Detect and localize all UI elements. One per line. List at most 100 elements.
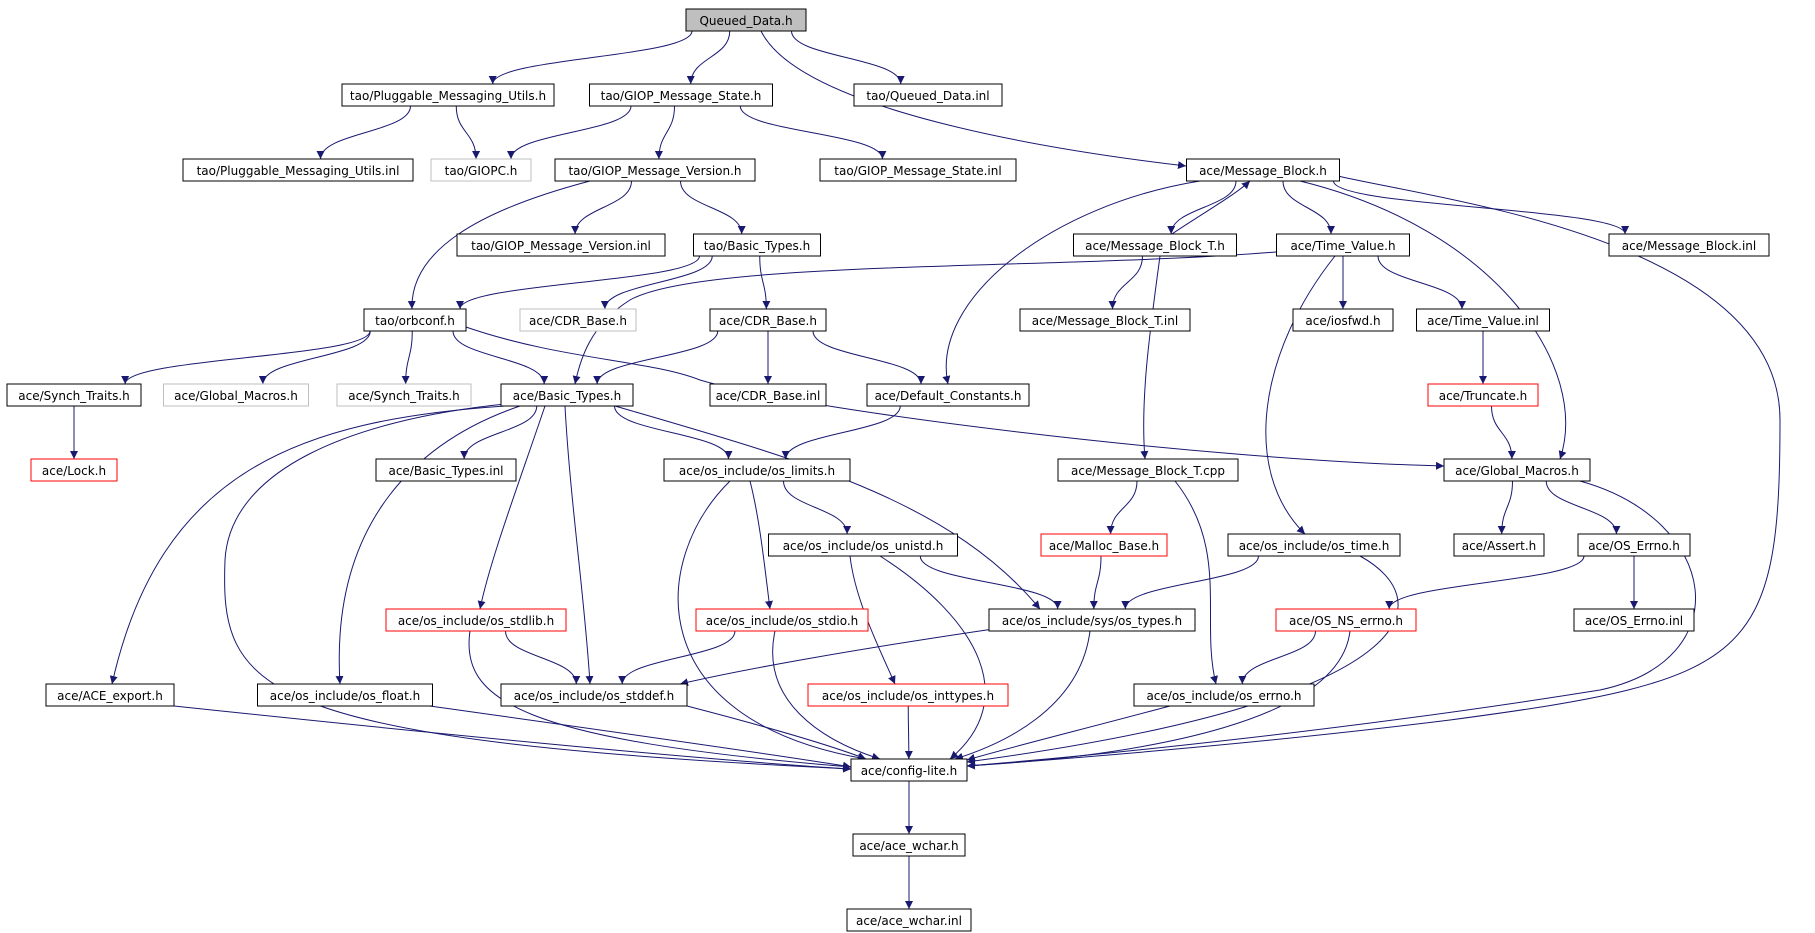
node-ace-default-constants-h[interactable]: ace/Default_Constants.h [866,383,1030,407]
node-label: ace/OS_Errno.h [1588,539,1680,553]
edge-ace-os-include-os-limits-h-to-ace-config-lite-h [677,480,867,762]
node-box [846,908,972,932]
node-label: ace/os_include/os_float.h [270,689,420,703]
node-ace-global-macros-h[interactable]: ace/Global_Macros.h [1443,458,1591,482]
node-label: tao/Pluggable_Messaging_Utils.h [350,89,546,103]
node-ace-synch-traits-h-ext[interactable]: ace/Synch_Traits.h [336,383,472,407]
node-ace-os-include-os-float-h[interactable]: ace/os_include/os_float.h [257,683,433,707]
edge-ace-cdr-base-h-to-ace-basic-types-h [593,330,719,385]
node-ace-os-errno-h[interactable]: ace/OS_Errno.h [1577,533,1691,557]
node-ace-os-include-os-stdio-h[interactable]: ace/os_include/os_stdio.h [695,608,869,632]
node-box [768,533,958,557]
edge-queued-data-h-to-ace-message-block-h [760,30,1187,170]
node-ace-message-block-t-inl[interactable]: ace/Message_Block_T.inl [1019,308,1191,332]
node-label: ace/Time_Value.h [1290,239,1395,253]
node-tao-giop-message-state-h[interactable]: tao/GIOP_Message_State.h [589,83,773,107]
node-box [1133,683,1315,707]
node-tao-giop-message-state-inl[interactable]: tao/GIOP_Message_State.inl [819,158,1017,182]
node-ace-os-include-os-unistd-h[interactable]: ace/os_include/os_unistd.h [768,533,958,557]
node-ace-ace-wchar-h[interactable]: ace/ace_wchar.h [852,833,966,857]
node-ace-cdr-base-inl[interactable]: ace/CDR_Base.inl [709,383,827,407]
node-tao-orbconf-h[interactable]: tao/orbconf.h [363,308,467,332]
node-box [182,158,414,182]
node-tao-pluggable-messaging-utils-h[interactable]: tao/Pluggable_Messaging_Utils.h [341,83,555,107]
node-box [693,233,821,257]
edge-ace-truncate-h-to-ace-global-macros-h [1491,405,1516,460]
node-ace-message-block-inl[interactable]: ace/Message_Block.inl [1608,233,1770,257]
node-box [6,383,142,407]
edge-ace-os-include-sys-os-types-h-to-ace-os-include-os-stddef-h [679,627,1001,687]
edge-ace-message-block-t-h-to-ace-message-block-t-inl [1108,255,1143,310]
node-box [500,383,634,407]
node-label: ace/Basic_Types.inl [388,464,503,478]
node-box [30,458,118,482]
node-tao-queued-data-inl[interactable]: tao/Queued_Data.inl [853,83,1003,107]
node-ace-global-macros-h-ext[interactable]: ace/Global_Macros.h [163,383,309,407]
edge-ace-basic-types-h-to-ace-ace-export-h [109,405,506,685]
node-box [1416,308,1550,332]
edge-queued-data-h-to-tao-giop-message-state-h [686,30,731,85]
edge-ace-ace-export-h-to-ace-config-lite-h [173,705,852,773]
node-ace-ace-export-h[interactable]: ace/ACE_export.h [45,683,175,707]
file-nodes: Queued_Data.htao/Pluggable_Messaging_Uti… [6,8,1770,932]
node-ace-malloc-base-h[interactable]: ace/Malloc_Base.h [1040,533,1168,557]
node-ace-config-lite-h[interactable]: ace/config-lite.h [850,758,968,782]
node-box [709,383,827,407]
node-ace-ace-wchar-inl[interactable]: ace/ace_wchar.inl [846,908,972,932]
node-box [709,308,827,332]
node-box [1073,233,1237,257]
node-box [341,83,555,107]
node-tao-giop-message-version-inl[interactable]: tao/GIOP_Message_Version.inl [456,233,666,257]
node-ace-time-value-inl[interactable]: ace/Time_Value.inl [1416,308,1550,332]
node-tao-pluggable-messaging-utils-inl[interactable]: tao/Pluggable_Messaging_Utils.inl [182,158,414,182]
node-ace-os-errno-inl[interactable]: ace/OS_Errno.inl [1573,608,1695,632]
node-ace-basic-types-h[interactable]: ace/Basic_Types.h [500,383,634,407]
edge-ace-os-include-os-limits-h-to-ace-os-include-os-unistd-h [783,480,852,535]
edge-ace-time-value-h-to-ace-time-value-inl [1377,255,1466,310]
node-label: ace/Lock.h [42,464,106,478]
node-ace-os-include-os-stddef-h[interactable]: ace/os_include/os_stddef.h [500,683,688,707]
node-label: ace/Message_Block_T.cpp [1071,464,1225,478]
node-ace-message-block-t-cpp[interactable]: ace/Message_Block_T.cpp [1057,458,1239,482]
edge-queued-data-h-to-tao-pluggable-messaging-utils-h [488,30,693,85]
node-box [1227,533,1401,557]
node-ace-cdr-base-h[interactable]: ace/CDR_Base.h [709,308,827,332]
node-tao-giopc-h[interactable]: tao/GIOPC.h [430,158,532,182]
node-tao-basic-types-h[interactable]: tao/Basic_Types.h [693,233,821,257]
node-label: ace/Synch_Traits.h [348,389,459,403]
node-ace-iosfwd-h[interactable]: ace/iosfwd.h [1292,308,1394,332]
edge-ace-message-block-h-to-ace-message-block-t-h [1167,180,1237,235]
edge-ace-basic-types-h-to-ace-os-include-sys-os-types-h [614,405,1041,610]
edge-ace-os-include-os-unistd-h-to-ace-config-lite-h [879,555,986,760]
node-ace-os-include-os-limits-h[interactable]: ace/os_include/os_limits.h [663,458,851,482]
node-ace-lock-h[interactable]: ace/Lock.h [30,458,118,482]
node-box [45,683,175,707]
node-label: ace/CDR_Base.h [719,314,817,328]
node-ace-basic-types-inl[interactable]: ace/Basic_Types.inl [375,458,517,482]
node-ace-os-include-os-stdlib-h[interactable]: ace/os_include/os_stdlib.h [385,608,567,632]
edge-ace-os-errno-h-to-ace-os-ns-errno-h [1385,555,1585,610]
node-ace-os-include-sys-os-types-h[interactable]: ace/os_include/sys/os_types.h [988,608,1196,632]
node-ace-assert-h[interactable]: ace/Assert.h [1453,533,1545,557]
node-ace-truncate-h[interactable]: ace/Truncate.h [1427,383,1539,407]
node-ace-os-ns-errno-h[interactable]: ace/OS_NS_errno.h [1275,608,1417,632]
node-ace-os-include-os-inttypes-h[interactable]: ace/os_include/os_inttypes.h [807,683,1009,707]
edge-tao-orbconf-h-to-ace-synch-traits-h [121,330,371,385]
node-tao-giop-message-version-h[interactable]: tao/GIOP_Message_Version.h [554,158,756,182]
node-label: ace/Global_Macros.h [174,389,298,403]
edge-tao-basic-types-h-to-tao-orbconf-h [456,255,700,310]
node-ace-message-block-h[interactable]: ace/Message_Block.h [1186,158,1340,182]
edge-ace-os-include-os-stdlib-h-to-ace-os-include-os-stddef-h [505,630,581,685]
node-label: ace/Default_Constants.h [875,389,1022,403]
node-box [430,158,532,182]
node-ace-os-include-os-errno-h[interactable]: ace/os_include/os_errno.h [1133,683,1315,707]
node-box [554,158,756,182]
edge-ace-os-include-os-time-h-to-ace-config-lite-h [966,555,1399,765]
node-ace-os-include-os-time-h[interactable]: ace/os_include/os_time.h [1227,533,1401,557]
node-ace-cdr-base-h-ext[interactable]: ace/CDR_Base.h [519,308,637,332]
node-ace-message-block-t-h[interactable]: ace/Message_Block_T.h [1073,233,1237,257]
node-ace-time-value-h[interactable]: ace/Time_Value.h [1276,233,1410,257]
node-ace-synch-traits-h[interactable]: ace/Synch_Traits.h [6,383,142,407]
edge-ace-basic-types-h-to-ace-config-lite-h [224,403,852,773]
edge-ace-os-include-os-stdio-h-to-ace-os-include-os-stddef-h [618,630,736,685]
